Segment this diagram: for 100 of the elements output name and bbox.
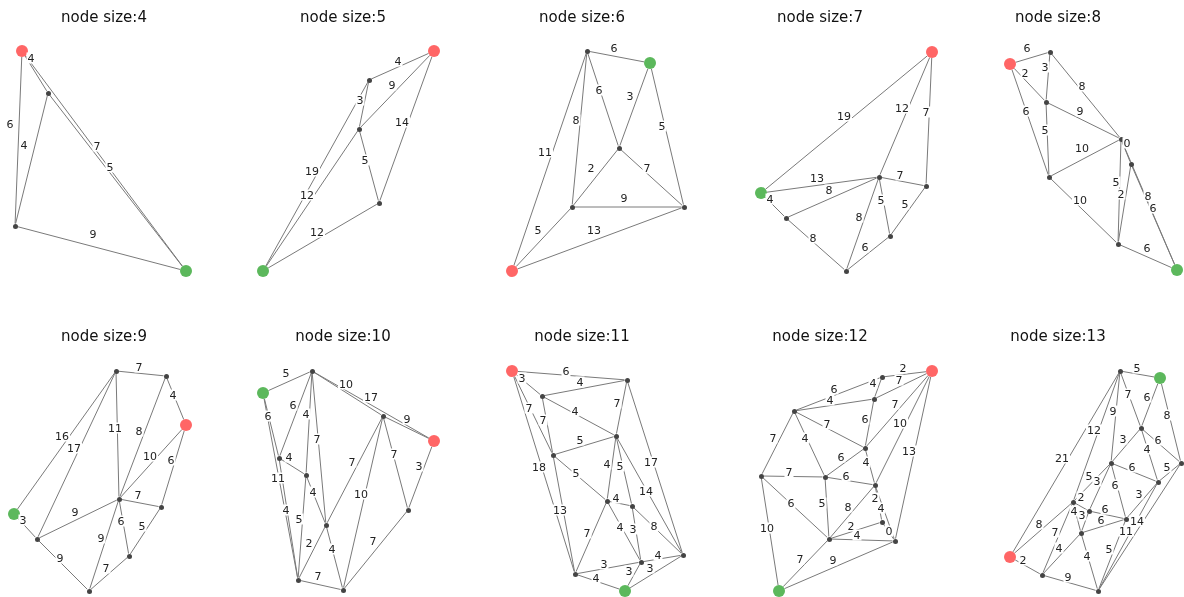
graph-edge <box>379 56 433 202</box>
edge-weight-label: 3 <box>599 558 609 570</box>
edge-weight-label: 8 <box>1077 80 1087 92</box>
graph-node <box>681 204 687 210</box>
edge-weight-label: 7 <box>895 169 905 181</box>
edge-weight-label: 2 <box>870 492 880 504</box>
graph-edge <box>587 52 619 147</box>
edge-weight-label: 9 <box>1075 105 1085 117</box>
graph-edge <box>1081 512 1089 532</box>
edge-weight-label: 6 <box>1022 42 1032 54</box>
edge-weight-label: 3 <box>517 372 527 384</box>
graph-edge <box>14 56 23 224</box>
panel-title: node size:9 <box>61 327 147 345</box>
edge-weight-label: 4 <box>1082 550 1092 562</box>
edge-weight-label: 3 <box>1040 61 1050 73</box>
graph-edge <box>765 55 928 190</box>
graph-node <box>616 145 622 151</box>
graph-node <box>783 215 789 221</box>
graph-node <box>638 559 644 565</box>
endpoint-node <box>428 435 440 447</box>
graph-edge <box>1050 178 1117 243</box>
graph-edge <box>847 237 889 270</box>
edge-weight-label: 12 <box>1086 424 1102 436</box>
graph-node <box>303 472 309 478</box>
graph-edge <box>576 561 640 575</box>
graph-node <box>1138 425 1144 431</box>
graph-edge <box>1098 464 1181 590</box>
edge-weight-label: 6 <box>829 383 839 395</box>
graph-edge <box>120 428 183 498</box>
graph-edge <box>517 207 683 270</box>
edge-weight-label: 7 <box>101 562 111 574</box>
graph-edge <box>370 52 429 80</box>
graph-edge <box>298 526 326 579</box>
endpoint-node <box>1004 58 1016 70</box>
graph-edge <box>265 81 369 267</box>
graph-edge <box>38 499 118 539</box>
edge-weight-label: 9 <box>1108 405 1118 417</box>
edge-weight-label: 12 <box>299 189 315 201</box>
edge-weight-label: 6 <box>116 515 126 527</box>
edge-weight-label: 8 <box>824 184 834 196</box>
edge-weight-label: 6 <box>1142 391 1152 403</box>
graph-node <box>572 571 578 577</box>
edge-weight-label: 5 <box>900 198 910 210</box>
graph-edge <box>866 375 929 447</box>
graph-edge <box>38 540 88 590</box>
graph-node <box>376 200 382 206</box>
edge-weight-label: 12 <box>894 102 910 114</box>
edge-weight-label: 8 <box>843 501 853 513</box>
endpoint-node <box>644 57 656 69</box>
graph-node <box>1047 49 1053 55</box>
graph-edge <box>787 177 878 218</box>
edge-weight-label: 7 <box>1123 388 1133 400</box>
edge-weight-label: 9 <box>1063 571 1073 583</box>
graph-edge <box>766 176 877 193</box>
endpoint-node <box>1171 264 1183 276</box>
edge-weight-label: 7 <box>347 456 357 468</box>
graph-edge <box>1120 372 1141 427</box>
graph-edge <box>925 57 933 184</box>
graph-edge <box>1082 519 1125 533</box>
graph-edge <box>15 94 48 225</box>
graph-node <box>822 474 828 480</box>
edge-weight-label: 7 <box>92 140 102 152</box>
endpoint-node <box>257 387 269 399</box>
panel-title: node size:10 <box>295 327 391 345</box>
graph-node <box>826 536 832 542</box>
panel-title: node size:8 <box>1015 8 1101 26</box>
edge-weight-label: 4 <box>653 549 663 561</box>
graph-edge <box>513 376 575 573</box>
edge-weight-label: 12 <box>309 226 325 238</box>
graph-node <box>1095 588 1101 594</box>
edge-weight-label: 7 <box>133 489 143 501</box>
graph-edge <box>588 50 645 63</box>
edge-weight-label: 7 <box>642 162 652 174</box>
graph-node <box>295 577 301 583</box>
graph-node <box>323 522 329 528</box>
edge-weight-label: 5 <box>360 154 370 166</box>
graph-edge <box>359 130 379 202</box>
graph-node <box>380 413 386 419</box>
graph-edge <box>606 438 617 499</box>
graph-node <box>356 126 362 132</box>
edge-weight-label: 14 <box>638 485 654 497</box>
edge-weight-label: 4 <box>26 52 36 64</box>
graph-edge <box>1117 165 1132 243</box>
endpoint-node <box>428 45 440 57</box>
edge-weight-label: 10 <box>353 488 369 500</box>
graph-edge <box>875 373 928 399</box>
edge-weight-label: 7 <box>822 418 832 430</box>
edge-weight-label: 7 <box>524 402 534 414</box>
edge-weight-label: 7 <box>894 374 904 386</box>
graph-edge <box>1112 429 1140 462</box>
edge-weight-label: 14 <box>1129 515 1145 527</box>
graph-node <box>1078 530 1084 536</box>
graph-edge <box>543 396 615 436</box>
edge-weight-label: 7 <box>389 448 399 460</box>
graph-edge <box>890 187 926 235</box>
graph-node <box>624 377 630 383</box>
graph-edge <box>575 502 607 573</box>
graph-node <box>613 433 619 439</box>
graph-edge <box>880 176 925 187</box>
edge-weight-label: 3 <box>18 514 28 526</box>
